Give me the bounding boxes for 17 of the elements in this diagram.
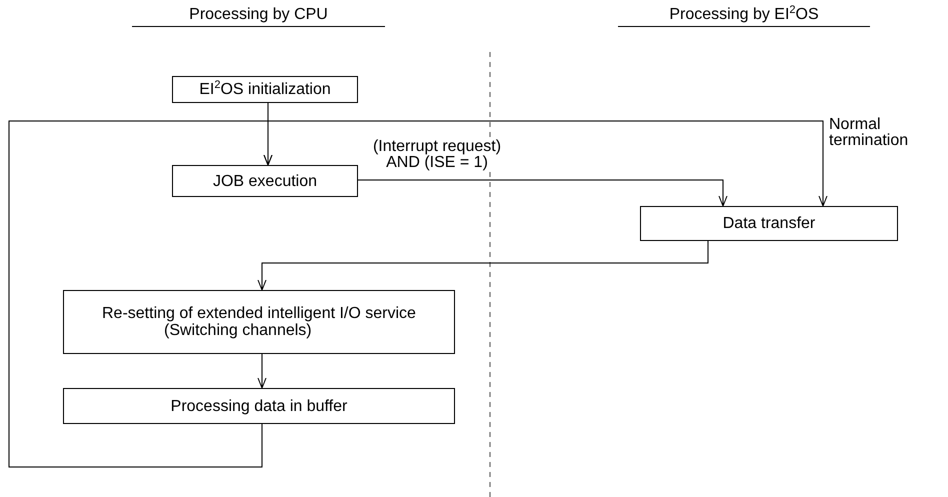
process-box: [172, 165, 358, 197]
arrow: [258, 354, 266, 388]
box-text: JOB execution: [212, 172, 318, 190]
process-box: [640, 206, 898, 241]
lane-heading: Processing by EI$^{2}$OS: [618, 6, 870, 27]
process-box: [63, 290, 455, 354]
box-text: Processing data in buffer: [170, 398, 348, 414]
process-box: [63, 388, 455, 424]
arrow: [8, 120, 828, 468]
lane-heading: Processing by CPU: [132, 6, 385, 27]
box-text: (Switching channels): [164, 322, 312, 339]
process-box: [172, 76, 358, 103]
box-text: Data transfer: [722, 215, 816, 232]
arrow: [258, 240, 708, 290]
box-text: Re-setting of extended intelligent I/O service: [102, 305, 416, 322]
box-text: EI$^{2}$OS initialization: [199, 81, 331, 98]
arrow: [358, 180, 728, 206]
